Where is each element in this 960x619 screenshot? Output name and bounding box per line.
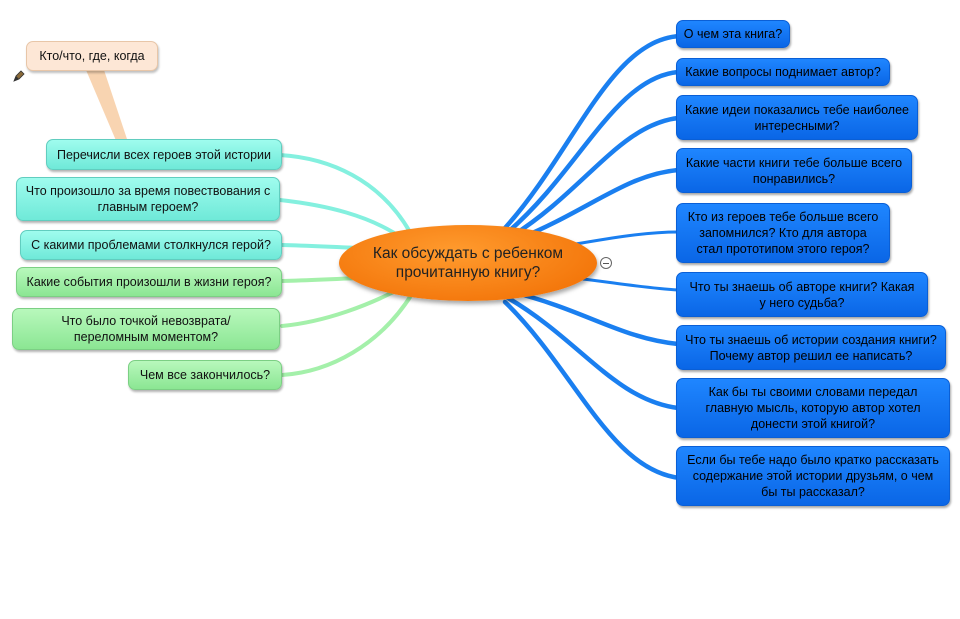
right-node-9-text: Если бы тебе надо было кратко рассказать… [687,453,939,499]
right-node-6[interactable]: Что ты знаешь об авторе книги? Какая у н… [676,272,928,317]
right-node-4[interactable]: Какие части книги тебе больше всего понр… [676,148,912,193]
left-node-4[interactable]: Какие события произошли в жизни героя? [16,267,282,297]
left-node-3-text: С какими проблемами столкнулся герой? [31,238,271,252]
left-node-5-text: Что было точкой невозврата/ переломным м… [61,314,231,344]
left-node-2[interactable]: Что произошло за время повествования с г… [16,177,280,221]
right-node-3-text: Какие идеи показались тебе наиболее инте… [685,102,909,133]
central-topic[interactable]: Как обсуждать с ребенком прочитанную кни… [339,225,597,301]
right-node-2-text: Какие вопросы поднимает автор? [685,65,881,79]
left-node-3[interactable]: С какими проблемами столкнулся герой? [20,230,282,260]
pen-icon [13,70,25,82]
right-node-5[interactable]: Кто из героев тебе больше всего запомнил… [676,203,890,263]
right-node-8[interactable]: Как бы ты своими словами передал главную… [676,378,950,438]
left-node-1-text: Перечисли всех героев этой истории [56,147,272,162]
callout-note[interactable]: Кто/что, где, когда [26,41,158,71]
callout-pointer [86,70,130,150]
left-node-1[interactable]: Перечисли всех героев этой истории [46,139,282,170]
callout-text: Кто/что, где, когда [39,49,145,63]
right-node-4-text: Какие части книги тебе больше всего понр… [685,155,903,186]
collapse-minus-icon[interactable] [600,257,612,269]
left-node-5[interactable]: Что было точкой невозврата/ переломным м… [12,308,280,350]
left-node-6-text: Чем все закончилось? [139,368,271,382]
left-node-4-text: Какие события произошли в жизни героя? [26,275,272,289]
right-node-1[interactable]: О чем эта книга? [676,20,790,48]
right-node-9[interactable]: Если бы тебе надо было кратко рассказать… [676,446,950,506]
right-node-8-text: Как бы ты своими словами передал главную… [705,385,921,431]
right-node-1-text: О чем эта книга? [683,27,783,41]
right-node-7[interactable]: Что ты знаешь об истории создания книги?… [676,325,946,370]
left-node-2-text: Что произошло за время повествования с г… [25,184,271,214]
right-node-7-text: Что ты знаешь об истории создания книги?… [685,332,937,363]
left-node-6[interactable]: Чем все закончилось? [128,360,282,390]
right-node-2[interactable]: Какие вопросы поднимает автор? [676,58,890,86]
right-node-5-text: Кто из героев тебе больше всего запомнил… [687,210,879,256]
central-topic-text: Как обсуждать с ребенком прочитанную кни… [372,245,564,281]
right-node-3[interactable]: Какие идеи показались тебе наиболее инте… [676,95,918,140]
right-node-6-text: Что ты знаешь об авторе книги? Какая у н… [689,279,915,310]
